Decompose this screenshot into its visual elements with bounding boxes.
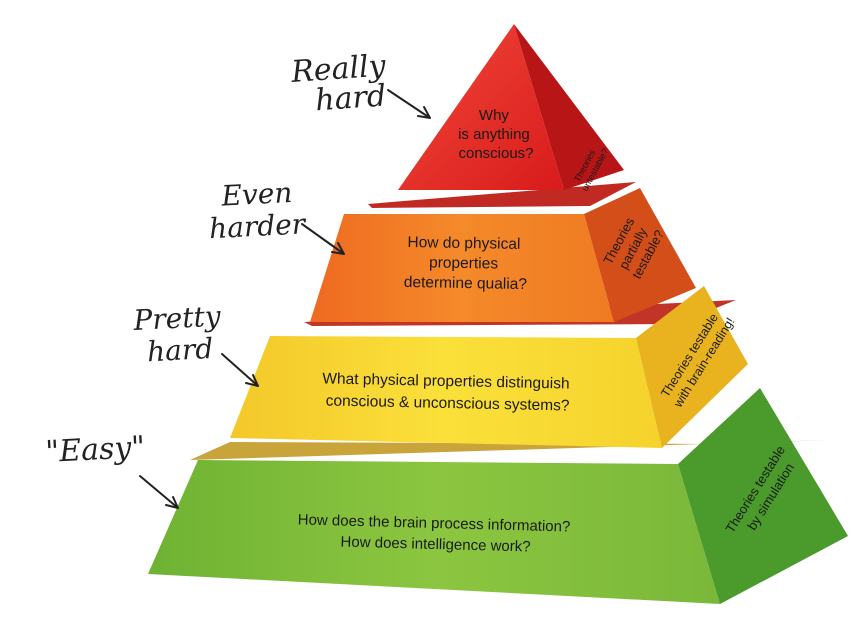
annotation-text: Pretty hard <box>132 299 232 369</box>
tier-top-front-face <box>398 24 564 190</box>
tier-second-front-face <box>310 214 614 322</box>
tier-top-question: Why is anything conscious? <box>458 107 534 162</box>
question-line: determine qualia? <box>404 274 528 293</box>
annotation-line: Pretty <box>132 299 223 337</box>
tier-second-top-face <box>368 182 636 208</box>
annotation-line: Even <box>220 176 294 213</box>
arrow-easy-icon <box>139 475 179 509</box>
question-line: What physical properties distinguish <box>322 370 570 392</box>
annotation-easy: "Easy" <box>45 430 179 509</box>
tier-bottom-top-face <box>190 440 830 460</box>
annotation-really-hard: Really hard <box>289 48 431 120</box>
annotation-line: "Easy" <box>45 430 146 470</box>
question-line: How do physical <box>407 234 520 253</box>
arrow-pretty-hard-icon <box>221 353 259 387</box>
annotation-line: hard <box>146 332 214 368</box>
annotation-line: Really <box>289 48 388 90</box>
question-line: conscious & unconscious systems? <box>326 392 570 414</box>
tier-second-question: How do physical properties determine qua… <box>404 234 529 293</box>
question-line: Why <box>479 107 510 124</box>
pyramid-tier-bottom: How does the brain process information? … <box>148 388 848 604</box>
tier-third-side-face <box>636 286 748 448</box>
tier-bottom-front-face <box>148 460 720 604</box>
question-line: properties <box>429 254 498 272</box>
annotation-even-harder: Even harder <box>207 175 345 255</box>
arrow-really-hard-icon <box>387 89 431 119</box>
annotation-text: Even harder <box>207 175 308 245</box>
annotation-line: hard <box>314 79 387 119</box>
tier-third-front-face <box>230 336 662 448</box>
tier-third-question: What physical properties distinguish con… <box>322 370 574 414</box>
pyramid-tier-second: How do physical properties determine qua… <box>310 182 696 322</box>
pyramid-tier-third: What physical properties distinguish con… <box>230 286 748 448</box>
tier-bottom-side-face <box>678 388 848 604</box>
question-line: How does intelligence work? <box>340 534 530 556</box>
annotation-text: Really hard <box>289 48 398 120</box>
arrow-even-harder-icon <box>301 223 345 255</box>
question-line: conscious? <box>458 145 533 162</box>
tier-second-side-face <box>584 188 696 322</box>
annotation-line: harder <box>208 207 307 245</box>
annotation-pretty-hard: Pretty hard <box>132 299 259 387</box>
tier-top-side-face <box>514 24 624 190</box>
annotation-text: "Easy" <box>45 430 146 470</box>
question-line: is anything <box>458 126 530 143</box>
pyramid-tier-top: Why is anything conscious? Theories unte… <box>398 24 624 193</box>
